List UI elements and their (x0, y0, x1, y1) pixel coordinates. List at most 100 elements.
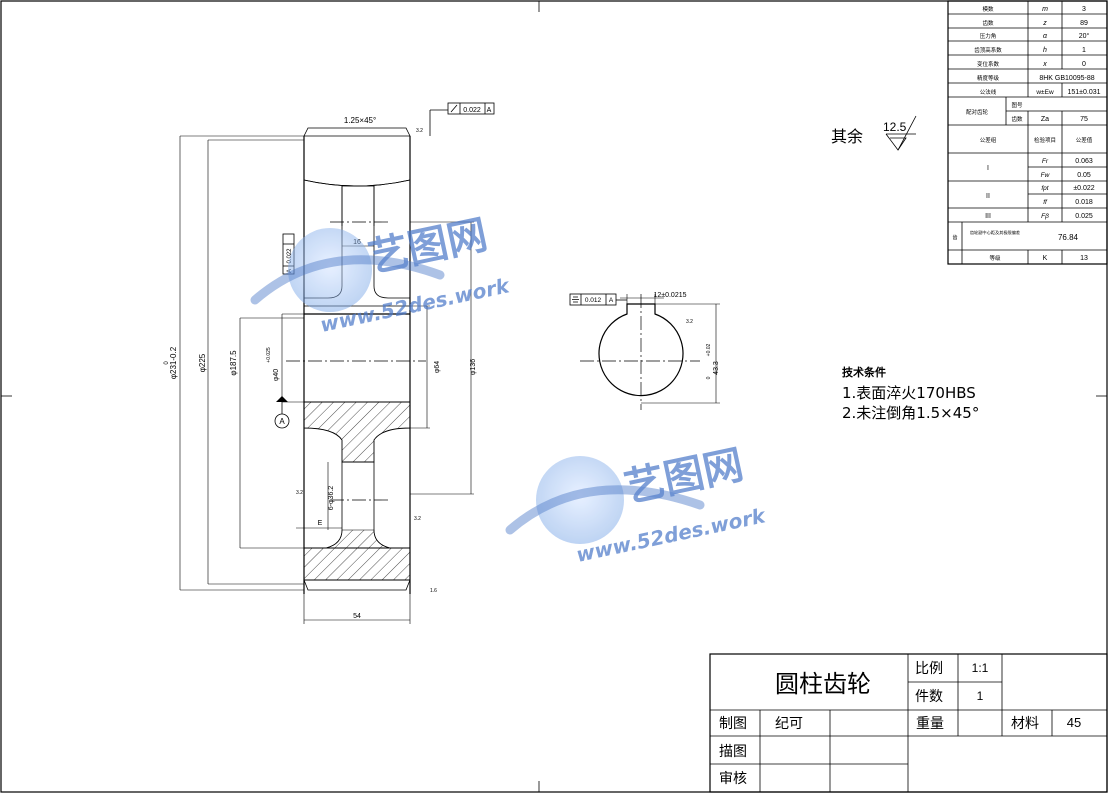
param-label-1: 齿数 (982, 19, 994, 27)
tip-diameter-tol: 0 (164, 361, 170, 365)
check-header: 检验项目 (1034, 136, 1056, 144)
runout-tolerance-frame: 0.022 A (429, 102, 495, 136)
rough-mark-bottom: 1.6 (430, 588, 437, 594)
traced-label: 描图 (719, 744, 747, 760)
scale-label: 比例 (915, 661, 943, 677)
param-symbol-4: x (1042, 61, 1047, 68)
count-label: 件数 (915, 689, 943, 705)
e-label: E (318, 520, 323, 527)
group-III: III (985, 213, 991, 220)
grade-label: 等级 (989, 254, 1001, 262)
fb-value: 0.025 (1075, 213, 1093, 220)
hub-diameter-label: φ64 (434, 361, 441, 373)
param-label-0: 模数 (982, 5, 994, 13)
symmetry-datum: A (609, 297, 614, 304)
tip-diameter-label: φ231-0.2 (169, 346, 178, 379)
datum-a-marker: A (274, 396, 290, 429)
fb-symbol: Fβ (1041, 213, 1049, 220)
param-label-6: 公法线 (980, 88, 997, 96)
mate-symbol: Za (1041, 116, 1049, 123)
roughness-prefix: 其余 (831, 127, 863, 146)
mate-value: 75 (1080, 116, 1088, 123)
fw-symbol: Fw (1041, 172, 1051, 179)
fw-value: 0.05 (1077, 172, 1091, 179)
fpt-symbol: fpt (1041, 185, 1049, 192)
mate-sub2: 齿数 (1011, 115, 1023, 123)
param-label-5: 精度等级 (977, 74, 1000, 82)
keyway-depth-label: 43.3 (713, 361, 720, 375)
param-label-4: 变位系数 (977, 60, 1000, 68)
rim-inner-diameter-label: φ187.5 (229, 350, 238, 376)
tol-header: 公差值 (1076, 136, 1093, 144)
param-symbol-1: z (1042, 20, 1047, 27)
group-I: I (987, 165, 989, 172)
group-header: 公差组 (980, 136, 997, 144)
param-value-6: 151±0.031 (1067, 89, 1100, 96)
keyway-width-label: 12±0.0215 (653, 292, 686, 299)
tech-req-line2: 2.未注倒角1.5×45° (842, 404, 979, 422)
chamfer-label: 1.25×45° (344, 116, 376, 125)
rough-mark-top: 3.2 (416, 128, 423, 134)
review-label: 审核 (719, 771, 747, 787)
runout-tolerance-value: 0.022 (463, 107, 481, 114)
tech-req-title: 技术条件 (842, 365, 886, 379)
ff-symbol: ff (1043, 199, 1048, 206)
ff-value: 0.018 (1075, 199, 1093, 206)
group-II: II (986, 193, 990, 200)
mate-sub1: 图号 (1011, 101, 1023, 109)
mate-gear-label: 配对齿轮 (966, 108, 989, 116)
param-value-2: 20° (1079, 32, 1090, 40)
rough-mark-left: 3.2 (296, 490, 303, 496)
gear-section-view: φ231-0.2 0 φ225 φ187.5 φ40 +0.025 φ64 φ1… (164, 102, 495, 624)
keyway-depth-tol0: 0 (706, 376, 712, 379)
rough-mark-right: 3.2 (414, 516, 421, 522)
datum-a-letter: A (279, 417, 285, 426)
center-distance-value: 76.84 (1058, 233, 1079, 242)
roughness-value: 12.5 (883, 120, 907, 134)
wk-symbol: w±Ew (1035, 89, 1054, 96)
keyway-depth-tol: +0.02 (706, 343, 712, 356)
bore-diameter-label: φ40 (273, 369, 280, 381)
tech-req-line1: 1.表面淬火170HBS (842, 384, 976, 402)
param-symbol-0: m (1042, 6, 1048, 13)
center-distance-short: 齿 (952, 235, 957, 241)
gear-parameter-table: 模数 m 3 齿数 z 89 压力角 α 20° 齿顶高系数 h 1 变位系数 … (947, 0, 1108, 265)
weight-label: 重量 (916, 716, 944, 732)
watermark-lower: 艺图网 www.52des.work (505, 442, 769, 567)
param-symbol-3: h (1043, 47, 1047, 54)
globe-logo-icon (536, 456, 624, 544)
param-value-5: 8HK GB10095-88 (1039, 75, 1094, 82)
param-symbol-2: α (1043, 33, 1048, 40)
holes-label: 6-φ36.2 (328, 486, 335, 510)
center-distance-label: 齿轮副中心距及其极限偏差 (970, 229, 1020, 236)
title-block: 圆柱齿轮 比例 1:1 件数 1 制图 纪可 重量 材料 45 描图 审核 (709, 653, 1108, 793)
symmetry-tolerance-value: 0.012 (585, 297, 602, 304)
globe-logo-icon (288, 228, 372, 312)
param-value-3: 1 (1082, 47, 1086, 54)
general-roughness-note: 其余 12.5 (831, 115, 917, 151)
drawn-label: 制图 (719, 716, 747, 732)
scale-value: 1:1 (972, 661, 989, 675)
fr-symbol: Fr (1042, 158, 1049, 165)
runout-datum: A (487, 107, 492, 114)
runout-arrow-icon (450, 104, 458, 113)
param-value-1: 89 (1080, 20, 1088, 27)
bore-tolerance: +0.025 (266, 347, 272, 363)
root-diameter-label: φ225 (198, 353, 207, 372)
fpt-value: ±0.022 (1073, 185, 1094, 192)
material-value: 45 (1067, 715, 1081, 730)
param-value-4: 0 (1082, 61, 1086, 68)
grade-symbol: K (1043, 255, 1048, 262)
part-name: 圆柱齿轮 (775, 670, 871, 698)
fr-value: 0.063 (1075, 158, 1093, 165)
rough-mark-keyway: 3.2 (686, 319, 693, 325)
symmetry-icon (572, 296, 579, 303)
hole-circle-label: φ136 (470, 359, 477, 375)
width-label: 54 (353, 613, 361, 620)
param-label-2: 压力角 (980, 32, 997, 40)
drawn-by: 纪可 (775, 716, 803, 732)
grade-value: 13 (1080, 255, 1088, 262)
perp-tolerance-value: 0.022 (287, 248, 293, 264)
